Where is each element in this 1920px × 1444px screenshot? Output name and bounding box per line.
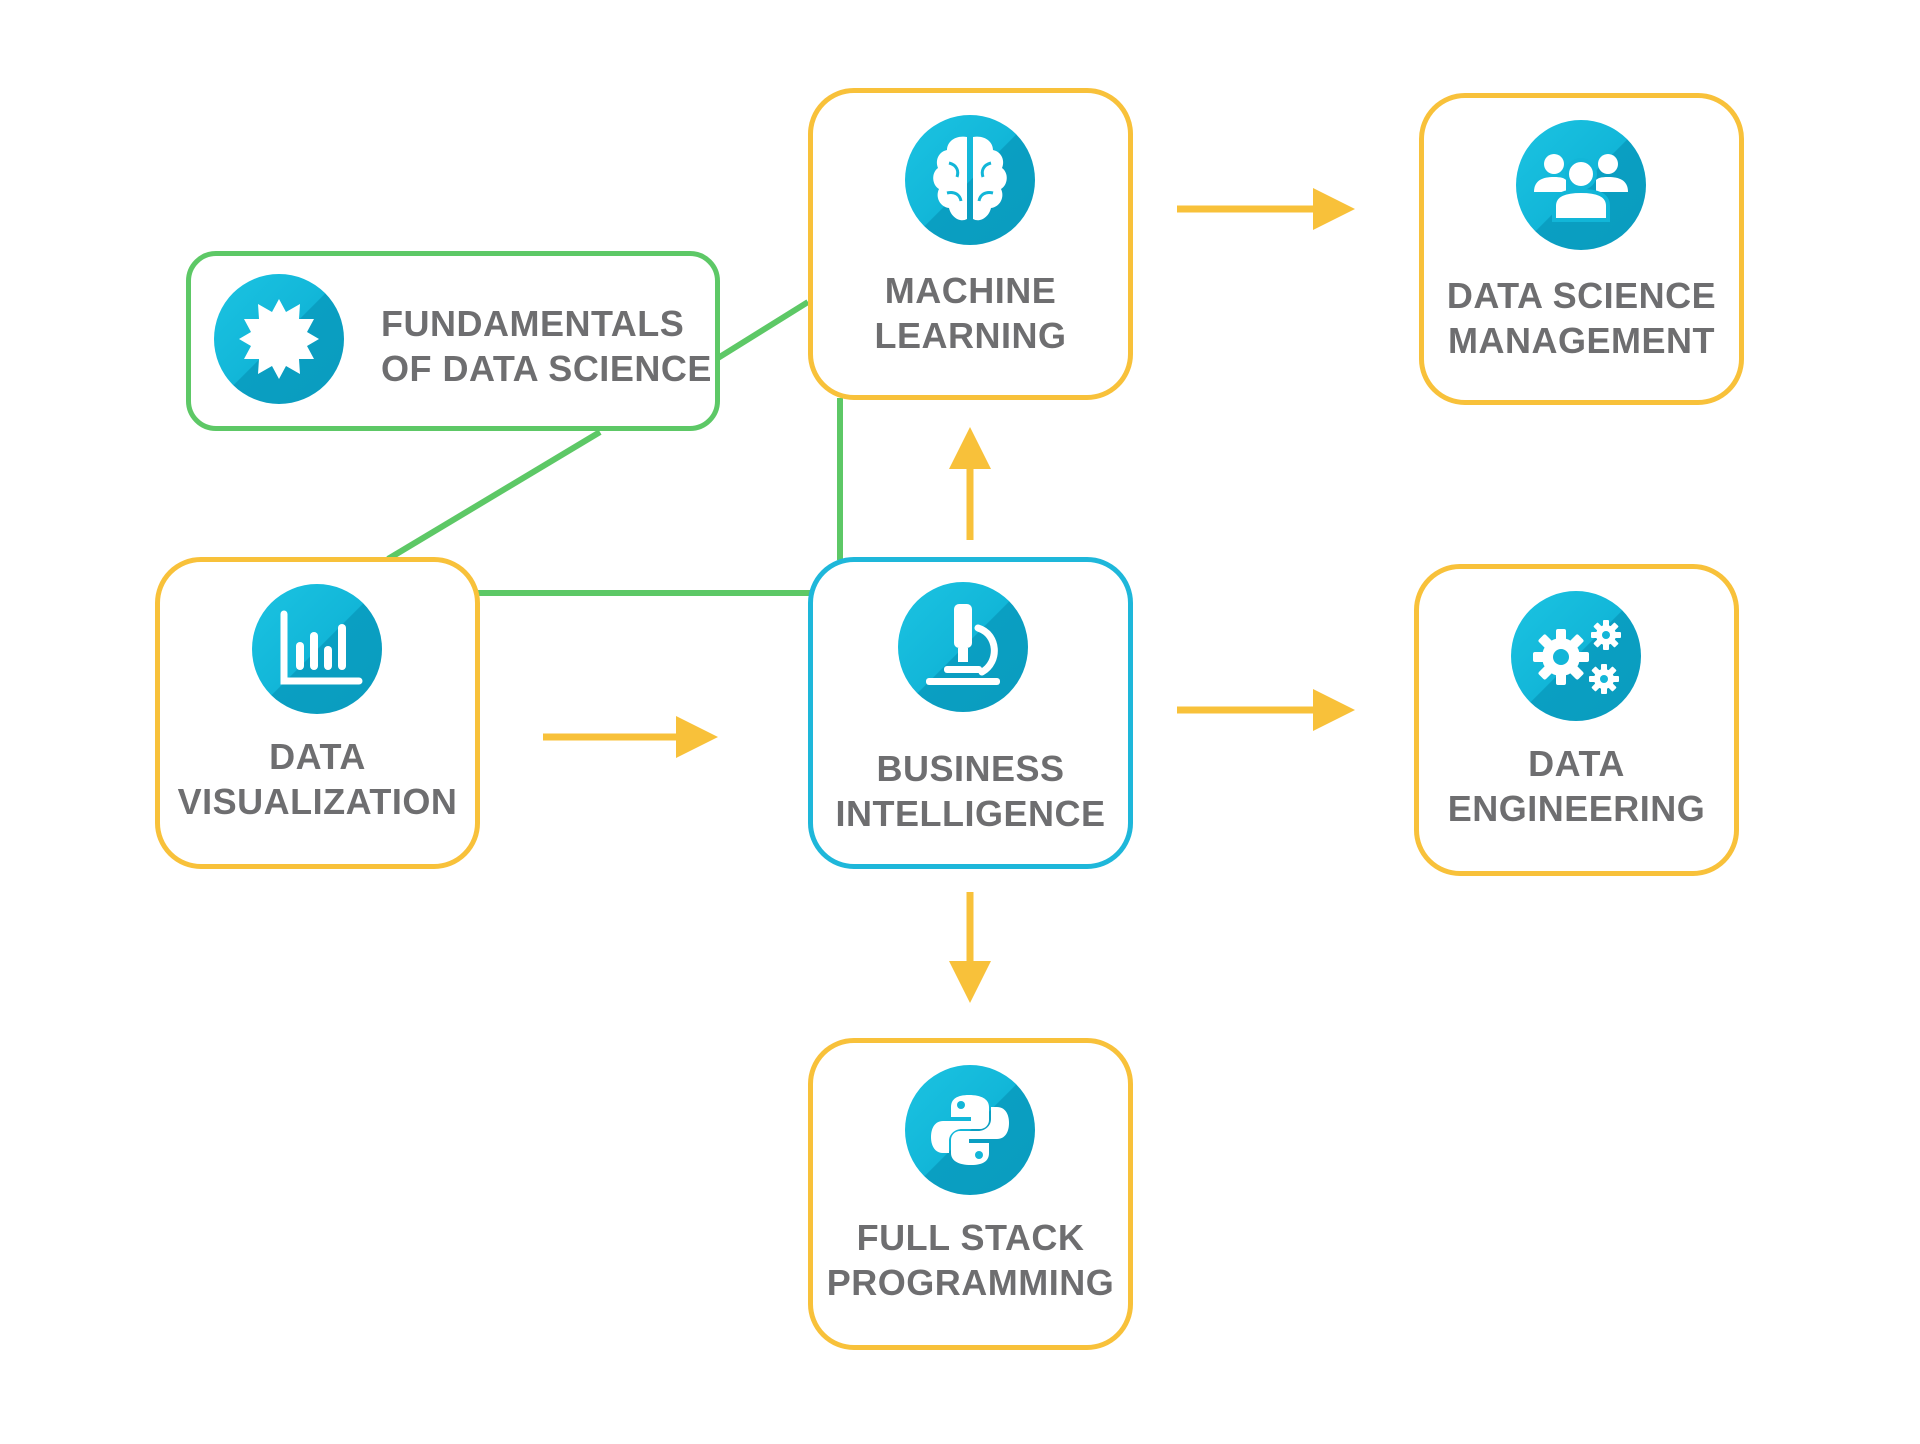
node-business-intelligence: BUSINESS INTELLIGENCE (808, 557, 1133, 869)
brain-icon (905, 115, 1035, 245)
gears-icon (1511, 591, 1641, 721)
microscope-icon (898, 582, 1028, 712)
node-fundamentals: FUNDAMENTALS OF DATA SCIENCE (186, 251, 720, 431)
node-data-visualization: DATA VISUALIZATION (155, 557, 480, 869)
node-machine-learning: MACHINE LEARNING (808, 88, 1133, 400)
ds-management-label: DATA SCIENCE MANAGEMENT (1446, 275, 1717, 361)
business-intelligence-label: BUSINESS INTELLIGENCE (835, 748, 1106, 834)
node-data-engineering: DATA ENGINEERING (1414, 564, 1739, 876)
data-visualization-label: DATA VISUALIZATION (177, 736, 458, 822)
link-fundamentals-to-ml (716, 299, 810, 361)
machine-learning-label: MACHINE LEARNING (874, 270, 1067, 356)
team-icon (1516, 120, 1646, 250)
python-icon (905, 1065, 1035, 1195)
data-engineering-label: DATA ENGINEERING (1447, 743, 1706, 829)
link-fundamentals-to-visualization (386, 429, 602, 562)
bar-chart-icon (252, 584, 382, 714)
full-stack-label: FULL STACK PROGRAMMING (826, 1217, 1115, 1303)
badge-icon (214, 274, 344, 404)
node-ds-management: DATA SCIENCE MANAGEMENT (1419, 93, 1744, 405)
node-full-stack: FULL STACK PROGRAMMING (808, 1038, 1133, 1350)
fundamentals-label: FUNDAMENTALS OF DATA SCIENCE (381, 303, 712, 389)
